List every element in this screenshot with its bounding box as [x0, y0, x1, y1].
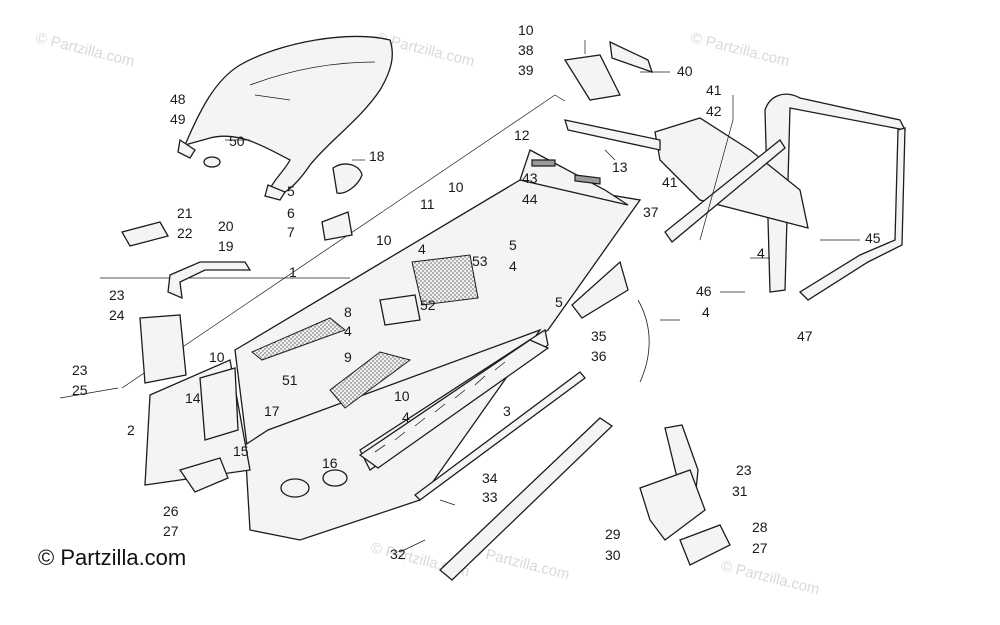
callout-46: 46	[696, 283, 712, 299]
callout-27: 27	[752, 540, 768, 556]
callout-27: 27	[163, 523, 179, 539]
callout-34: 34	[482, 470, 498, 486]
callout-23: 23	[736, 462, 752, 478]
leader-lines	[225, 40, 860, 553]
callout-40: 40	[677, 63, 693, 79]
callout-41: 41	[662, 174, 678, 190]
callout-17: 17	[264, 403, 280, 419]
callout-44: 44	[522, 191, 538, 207]
callout-25: 25	[72, 382, 88, 398]
callout-15: 15	[233, 443, 249, 459]
callout-4: 4	[757, 245, 765, 261]
callout-33: 33	[482, 489, 498, 505]
watermark: © Partzilla.com	[689, 29, 791, 70]
callout-18: 18	[369, 148, 385, 164]
callout-5: 5	[287, 183, 295, 199]
callout-12: 12	[514, 127, 530, 143]
callout-10: 10	[394, 388, 410, 404]
callout-31: 31	[732, 483, 748, 499]
grab-handle	[121, 221, 252, 384]
callout-16: 16	[322, 455, 338, 471]
callout-29: 29	[605, 526, 621, 542]
callout-8: 8	[344, 304, 352, 320]
callout-47: 47	[797, 328, 813, 344]
watermark: © Partzilla.com	[719, 557, 821, 598]
copyright-text: © Partzilla.com	[38, 545, 186, 570]
callout-5: 5	[555, 294, 563, 310]
callout-26: 26	[163, 503, 179, 519]
callout-10: 10	[448, 179, 464, 195]
callout-10: 10	[376, 232, 392, 248]
watermark: © Partzilla.com	[34, 29, 136, 70]
callout-50: 50	[229, 133, 245, 149]
grille	[358, 339, 550, 469]
callout-48: 48	[170, 91, 186, 107]
callout-23: 23	[72, 362, 88, 378]
callout-36: 36	[591, 348, 607, 364]
callout-23: 23	[109, 287, 125, 303]
bumper	[764, 93, 907, 301]
callout-11: 11	[420, 196, 435, 212]
callout-32: 32	[390, 546, 406, 562]
callout-30: 30	[605, 547, 621, 563]
foot-bracket	[178, 457, 229, 493]
callout-4: 4	[344, 323, 352, 339]
callout-2: 2	[127, 422, 135, 438]
callout-20: 20	[218, 218, 234, 234]
callout-28: 28	[752, 519, 768, 535]
callout-21: 21	[177, 205, 193, 221]
callout-39: 39	[518, 62, 534, 78]
bracket-35	[571, 260, 629, 319]
callout-35: 35	[591, 328, 607, 344]
rear-rail	[564, 119, 661, 151]
callout-labels: 1 2 3 4 4 4 4 4 4 5 5 5 6 7 8 9 10 10 10…	[72, 22, 881, 563]
snowflap	[654, 117, 809, 229]
seat	[177, 35, 393, 201]
callout-37: 37	[643, 204, 659, 220]
footrest	[639, 424, 731, 566]
callout-4: 4	[418, 241, 426, 257]
assembly-outline	[59, 94, 566, 399]
rod	[414, 371, 614, 581]
callout-4: 4	[702, 304, 710, 320]
callout-22: 22	[177, 225, 193, 241]
callout-43: 43	[522, 170, 538, 186]
callout-19: 19	[218, 238, 234, 254]
bracket-7	[321, 211, 353, 241]
callout-24: 24	[109, 307, 125, 323]
callout-10: 10	[518, 22, 534, 38]
callout-52: 52	[420, 297, 436, 313]
callout-51: 51	[282, 372, 298, 388]
bracket-38	[563, 40, 654, 101]
callout-49: 49	[170, 111, 186, 127]
callout-1: 1	[289, 264, 297, 280]
callout-38: 38	[518, 42, 534, 58]
callout-45: 45	[865, 230, 881, 246]
callout-42: 42	[706, 103, 722, 119]
chain-36	[637, 299, 650, 383]
callout-7: 7	[287, 224, 295, 240]
callout-13: 13	[612, 159, 628, 175]
callout-5: 5	[509, 237, 517, 253]
callout-4: 4	[402, 409, 410, 425]
callout-6: 6	[287, 205, 295, 221]
bracket-18	[332, 163, 363, 194]
rail-41	[664, 139, 786, 243]
callout-10: 10	[209, 349, 225, 365]
callout-9: 9	[344, 349, 352, 365]
callout-53: 53	[472, 253, 488, 269]
callout-3: 3	[503, 403, 511, 419]
callout-4: 4	[509, 258, 517, 274]
callout-14: 14	[185, 390, 201, 406]
callout-41: 41	[706, 82, 722, 98]
